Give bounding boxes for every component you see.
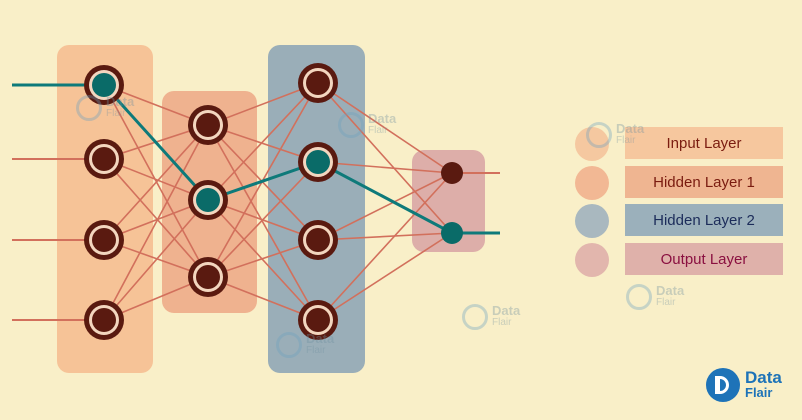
neuron-core (306, 150, 330, 174)
neuron-core (92, 228, 116, 252)
connection (103, 124, 209, 241)
legend-swatch-hidden-1 (575, 166, 609, 200)
neuron-core (196, 188, 220, 212)
brand-sub: Flair (745, 385, 773, 400)
neuron-core (441, 222, 463, 244)
brand-name: Data (745, 368, 782, 387)
active-connection (317, 160, 453, 235)
active-connection (102, 83, 210, 202)
connection (317, 172, 453, 241)
legend-item-input-layer: Input Layer (575, 127, 785, 161)
connection (207, 161, 319, 278)
layer-panel-output (412, 150, 485, 252)
connection (317, 172, 453, 321)
neuron-hidden2-4 (298, 300, 338, 340)
neuron-core (441, 162, 463, 184)
legend-swatch-hidden-2 (575, 204, 609, 238)
brand-logo: Data Flair (706, 368, 782, 402)
legend-item-hidden-layer-1: Hidden Layer 1 (575, 166, 785, 200)
connection (103, 124, 209, 321)
neuron-core (306, 71, 330, 95)
connection (317, 232, 453, 321)
legend-label-hidden-1: Hidden Layer 1 (625, 166, 783, 198)
neuron-hidden1-3 (188, 257, 228, 297)
neuron-core (306, 308, 330, 332)
neuron-hidden1-1 (188, 105, 228, 145)
neuron-input-1 (84, 65, 124, 105)
brand-logo-icon (706, 368, 740, 402)
neuron-input-4 (84, 300, 124, 340)
neuron-core (306, 228, 330, 252)
neuron-core (196, 113, 220, 137)
connection (317, 82, 453, 174)
connection (103, 158, 209, 278)
neuron-core (196, 265, 220, 289)
neuron-core (92, 308, 116, 332)
legend-label-output: Output Layer (625, 243, 783, 275)
legend-label-hidden-2: Hidden Layer 2 (625, 204, 783, 236)
connection (207, 124, 319, 321)
connection (317, 161, 453, 174)
connection (103, 199, 209, 321)
legend-swatch-output (575, 243, 609, 277)
legend-item-hidden-layer-2: Hidden Layer 2 (575, 204, 785, 238)
neuron-hidden2-2 (298, 142, 338, 182)
connection (317, 232, 453, 241)
neuron-core (92, 147, 116, 171)
neuron-output-1 (441, 162, 463, 184)
neuron-hidden2-3 (298, 220, 338, 260)
neuron-output-2 (441, 222, 463, 244)
neuron-hidden1-2 (188, 180, 228, 220)
neuron-core (92, 73, 116, 97)
connection (317, 82, 453, 234)
legend-swatch-input (575, 127, 609, 161)
connection (207, 199, 319, 321)
legend-label-input: Input Layer (625, 127, 783, 159)
connection (103, 84, 209, 278)
legend-item-output-layer: Output Layer (575, 243, 785, 277)
neuron-input-2 (84, 139, 124, 179)
connection (207, 82, 319, 201)
neuron-hidden2-1 (298, 63, 338, 103)
neuron-input-3 (84, 220, 124, 260)
